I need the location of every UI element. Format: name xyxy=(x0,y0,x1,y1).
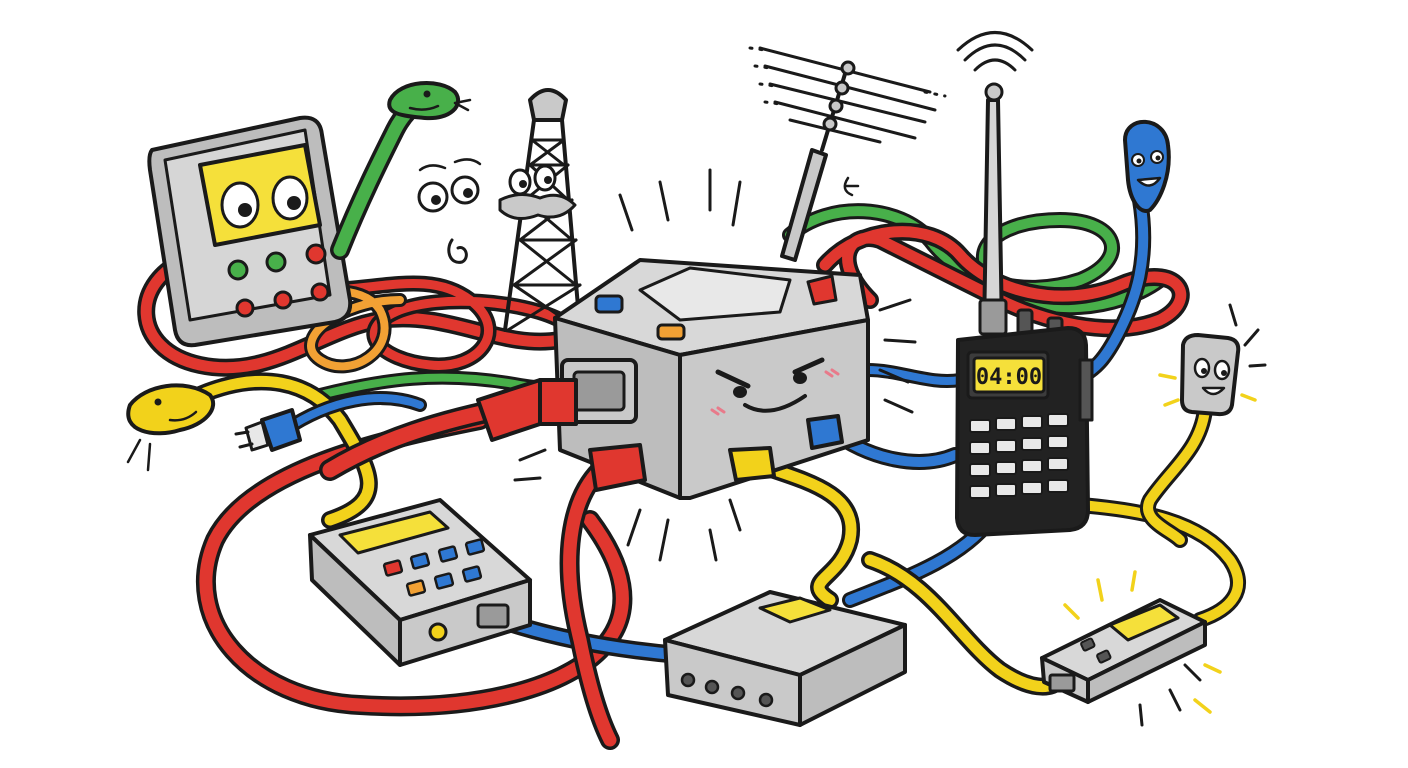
radio-tower-icon xyxy=(498,88,582,332)
blue-snake-icon xyxy=(1123,119,1171,213)
surprised-face-icon xyxy=(417,158,482,264)
green-snake-icon xyxy=(330,81,472,260)
sparks-box xyxy=(513,168,917,562)
sensor-face-icon xyxy=(1158,303,1267,417)
walkie-talkie-icon: 04:00 xyxy=(955,31,1094,537)
yellow-snake-icon xyxy=(126,383,216,472)
router-box-icon xyxy=(663,590,907,727)
radio-keypad xyxy=(969,413,1069,499)
power-plug-icon xyxy=(234,408,302,452)
usb-dongle-icon xyxy=(1040,570,1222,727)
meter-face-icon xyxy=(147,115,353,348)
junction-box-face-icon xyxy=(476,258,870,500)
radio-display-text: 04:00 xyxy=(976,365,1042,390)
handheld-meter-icon xyxy=(308,498,532,667)
yagi-antenna-icon xyxy=(748,46,947,262)
